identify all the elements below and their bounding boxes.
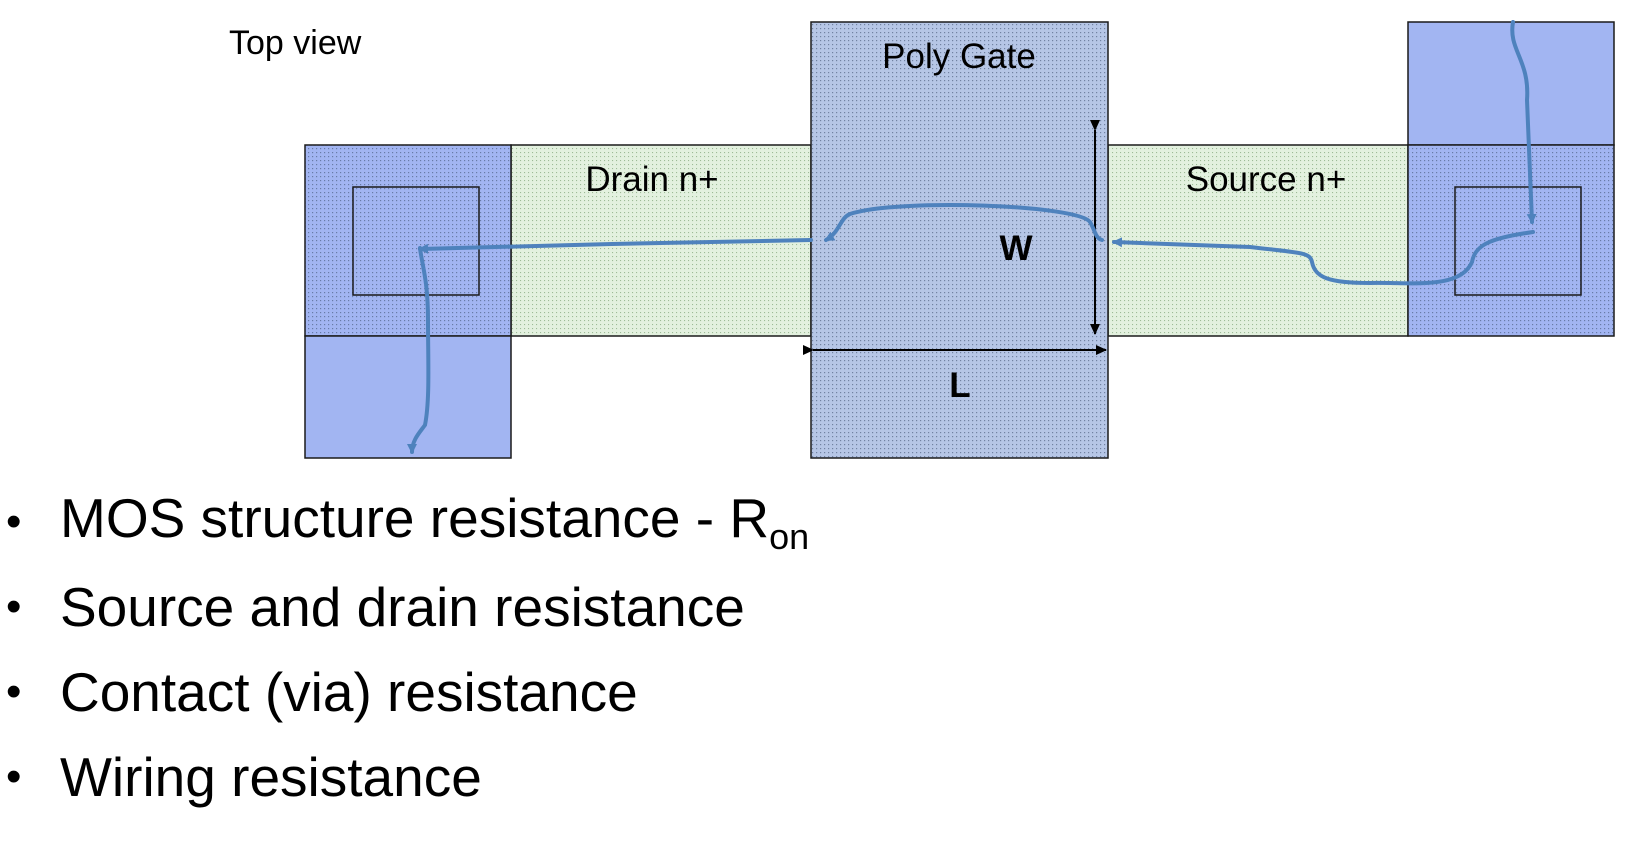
diffusion-strip — [510, 144, 1409, 337]
gate-label: Poly Gate — [882, 37, 1036, 76]
source-via — [1454, 186, 1582, 296]
current-path-drain — [418, 238, 813, 254]
poly-gate — [810, 21, 1109, 459]
current-path-source-to-gate — [1112, 230, 1535, 286]
current-path — [407, 20, 1537, 454]
ron-subscript: on — [769, 516, 810, 557]
list-item-text: Contact (via) resistance — [60, 661, 638, 723]
width-label: W — [999, 229, 1032, 268]
length-label: L — [949, 366, 970, 405]
list-item: • Wiring resistance — [0, 737, 482, 817]
source-contact-region — [1407, 21, 1615, 337]
bullet-icon: • — [6, 497, 22, 546]
source-metal-wire — [1407, 21, 1615, 146]
current-path-under-gate — [824, 203, 1104, 242]
list-item: • MOS structure resistance - Ron — [0, 482, 809, 562]
drain-label: Drain n+ — [585, 160, 718, 199]
list-item: • Source and drain resistance — [0, 567, 745, 647]
drain-contact-region — [304, 144, 512, 459]
list-item-text: MOS structure resistance - Ron — [60, 487, 810, 557]
source-label: Source n+ — [1186, 160, 1347, 199]
drain-via — [352, 186, 480, 296]
current-path-source-entry — [1510, 20, 1537, 224]
list-item: • Contact (via) resistance — [0, 652, 638, 732]
drain-metal-wire — [304, 335, 512, 459]
view-label: Top view — [229, 24, 362, 62]
bullet-icon: • — [6, 667, 22, 716]
current-path-drain-exit — [407, 246, 431, 454]
bullet-icon: • — [6, 752, 22, 801]
mosfet-top-view-diagram: Top view Poly Gate Drain n+ Source n+ W … — [229, 20, 1615, 459]
list-item-text: Source and drain resistance — [60, 576, 745, 638]
bullet-icon: • — [6, 582, 22, 631]
list-item-text: Wiring resistance — [60, 746, 482, 808]
